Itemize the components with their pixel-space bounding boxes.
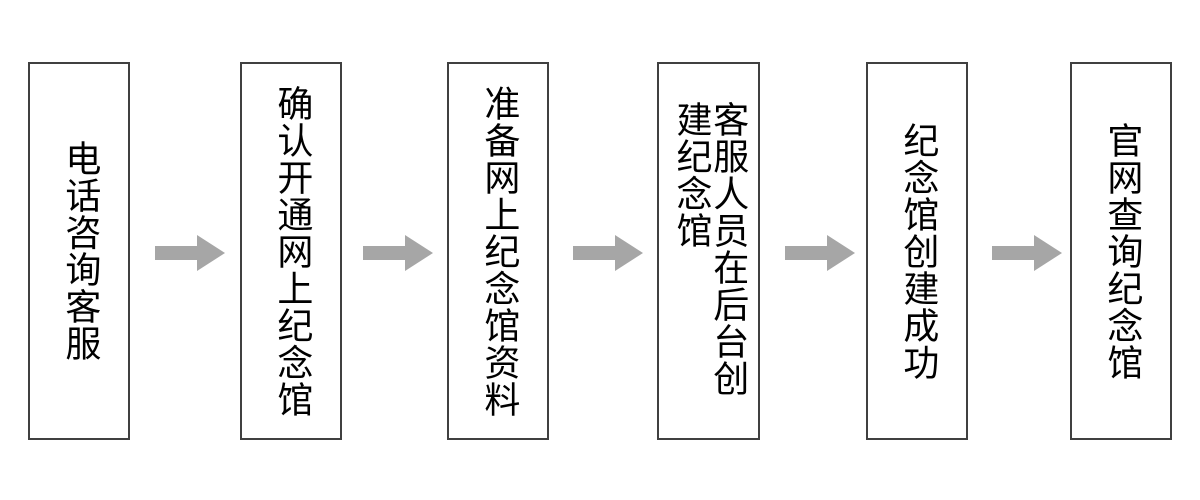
- flow-node-label: 客服人员在后台创建纪念馆: [670, 101, 749, 397]
- flow-arrow-4: [785, 235, 855, 271]
- flow-node-step-5[interactable]: 纪念馆创建成功: [866, 62, 968, 440]
- flow-node-label: 确认开通网上纪念馆: [271, 84, 313, 418]
- flow-node-label: 准备网上纪念馆资料: [478, 84, 520, 418]
- flow-node-label: 官网查询纪念馆: [1101, 121, 1143, 381]
- flow-arrow-1: [155, 235, 225, 271]
- flow-node-step-3[interactable]: 准备网上纪念馆资料: [447, 62, 549, 440]
- flow-node-step-4[interactable]: 客服人员在后台创建纪念馆: [657, 62, 760, 440]
- flow-node-step-1[interactable]: 电话咨询客服: [28, 62, 130, 440]
- flow-node-label: 纪念馆创建成功: [897, 121, 939, 381]
- flow-node-step-6[interactable]: 官网查询纪念馆: [1070, 62, 1172, 440]
- flow-node-step-2[interactable]: 确认开通网上纪念馆: [240, 62, 342, 440]
- flow-arrow-3: [573, 235, 643, 271]
- flow-arrow-5: [992, 235, 1062, 271]
- flow-node-label: 电话咨询客服: [59, 140, 101, 362]
- flow-arrow-2: [363, 235, 433, 271]
